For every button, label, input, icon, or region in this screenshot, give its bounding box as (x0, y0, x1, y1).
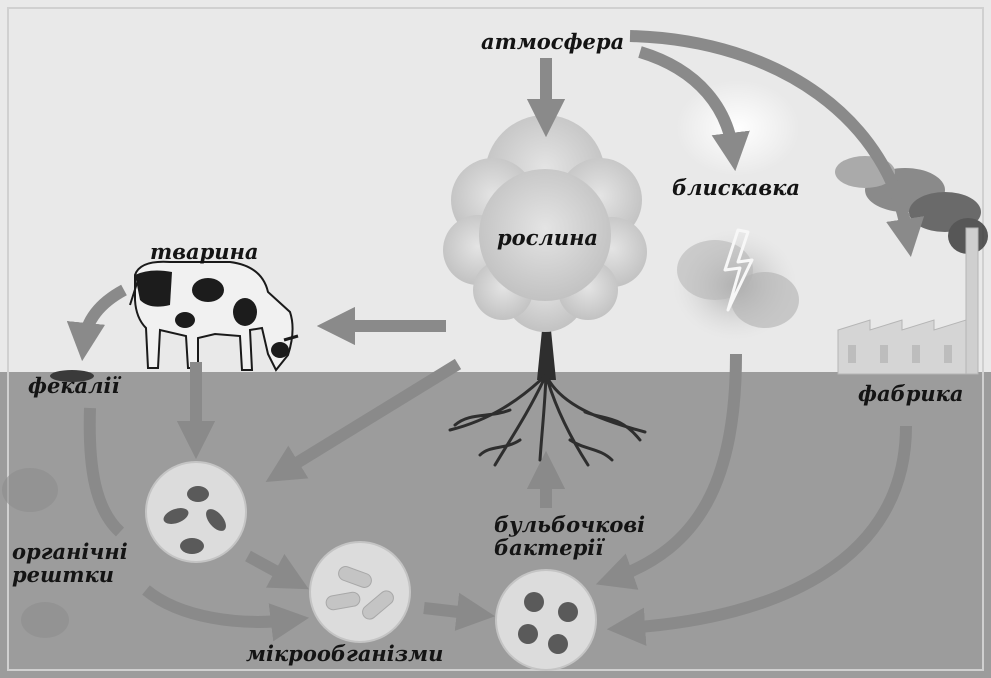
label-organic-remains: органічні рештки (12, 540, 128, 586)
label-animal: тварина (150, 240, 259, 263)
label-microorganisms: мікрообганізми (246, 642, 443, 665)
label-nodule-line2: бактерії (494, 536, 645, 559)
nodule-bacteria-circle-icon (496, 570, 596, 670)
label-factory: фабрика (858, 382, 963, 405)
microorganism-circle-icon (310, 542, 410, 642)
label-plant: рослина (497, 226, 598, 249)
arrow-microbes-to-nodule (424, 608, 476, 614)
label-organic-line1: органічні (12, 540, 128, 563)
label-nodule-line1: бульбочкові (494, 513, 645, 536)
label-organic-line2: рештки (12, 563, 128, 586)
label-atmosphere: атмосфера (481, 30, 624, 53)
bacteria-circle-icon (146, 462, 246, 562)
label-feces: фекалії (28, 374, 119, 397)
label-nodule-bacteria: бульбочкові бактерії (494, 513, 645, 559)
label-lightning: блискавка (672, 176, 800, 199)
